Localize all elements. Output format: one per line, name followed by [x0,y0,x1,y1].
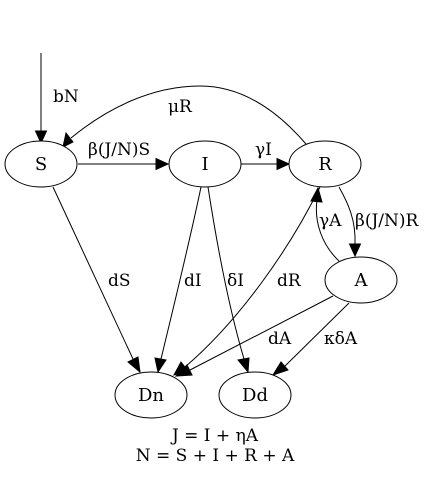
definition-n: N = S + I + R + A [136,446,295,466]
edge-label-i-to-dn: dI [184,271,202,291]
edge-label-a-to-dd: κδA [324,329,358,349]
edge-label-r-to-s: μR [168,97,193,117]
definition-j: J = I + ηA [170,426,259,446]
edge-i-to-dd [207,186,250,374]
node-a: A [324,256,398,304]
node-i: I [168,140,242,188]
edge-label-r-to-dn: dR [277,271,302,291]
node-dd-label: Dd [242,385,268,406]
edge-label-s-to-dn: dS [108,271,131,291]
edge-label-s-to-i: β(J/N)S [88,140,150,160]
edge-a-to-dn [174,295,334,377]
edge-label-i-to-dd: δI [227,271,244,291]
node-s-label: S [35,154,47,175]
edge-label-birth: bN [53,87,79,107]
edge-s-to-dn [52,186,141,374]
node-dn-label: Dn [138,385,164,406]
node-s: S [4,140,78,188]
edge-a-to-dd [271,302,350,376]
edge-s-to-i [78,157,170,171]
node-dn: Dn [114,371,188,419]
edge-label-i-to-r: γI [255,140,272,160]
node-a-label: A [354,270,369,291]
node-r: R [288,140,362,188]
edge-label-r-to-a: β(J/N)R [355,211,420,231]
edge-r-to-s [62,85,307,148]
edge-label-a-to-dn: dA [268,329,292,349]
edge-i-to-dn [154,186,202,374]
edge-label-a-to-r: γA [319,211,342,231]
node-r-label: R [318,154,332,175]
node-dd: Dd [218,371,292,419]
edge-r-to-a [338,186,362,258]
edge-i-to-r [241,157,291,171]
edge-birth [34,53,48,145]
node-i-label: I [201,154,208,175]
